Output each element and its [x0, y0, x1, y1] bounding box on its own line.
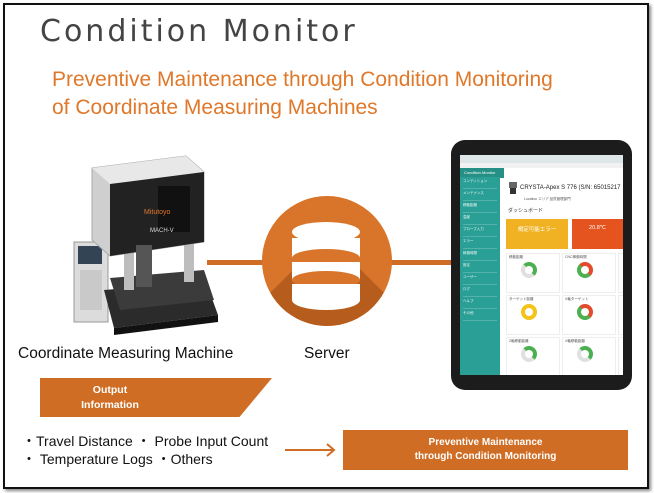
dashboard-card[interactable]: X軸ターゲット — [562, 295, 616, 335]
gauge-icon — [521, 262, 537, 278]
sidebar-item[interactable]: 温度 — [463, 215, 497, 225]
cmm-label: Coordinate Measuring Machine — [18, 345, 234, 362]
sidebar-item[interactable]: 設定 — [463, 263, 497, 273]
card-title: X軸ターゲット — [565, 297, 589, 301]
card-title: Z軸移動距離 — [509, 339, 529, 343]
app-sidebar: コンディション メンテナンス 移動距離 温度 プローブ入力 エラー 稼働時間 設… — [460, 177, 500, 375]
app-name: Condition Monitor — [460, 168, 504, 178]
gauge-icon — [577, 262, 593, 278]
dashboard-card[interactable]: Z軸移動距離 — [506, 337, 560, 375]
dashboard-card[interactable] — [618, 253, 623, 293]
card-title — [619, 296, 623, 298]
server-label: Server — [304, 345, 350, 362]
arrow-right-icon — [285, 443, 336, 457]
page-title: Condition Monitor — [40, 14, 358, 49]
subtitle-line-2: of Coordinate Measuring Machines — [52, 96, 378, 119]
card-title — [619, 338, 623, 340]
connector-left — [207, 260, 265, 265]
gauge-icon — [577, 304, 593, 320]
dashboard-card[interactable]: X軸移動距離 — [562, 337, 616, 375]
machine-location: Location エリア 品質管理部門 — [524, 197, 571, 201]
output-bullets: ・Travel Distance ・ Probe Input Count ・ T… — [22, 432, 268, 468]
card-title: CNC稼働時間 — [565, 255, 587, 259]
machine-thumbnail-icon — [509, 182, 517, 194]
alert-card-temperature[interactable]: 20.8℃ — [572, 219, 623, 249]
alert-value: 20.8℃ — [589, 225, 606, 231]
gauge-icon — [521, 346, 537, 362]
server-icon — [262, 196, 392, 326]
subtitle: Preventive Maintenance through Condition… — [52, 66, 553, 122]
cmm-logo: Mitutoyo — [144, 209, 171, 216]
sidebar-item[interactable]: メンテナンス — [463, 191, 497, 201]
sidebar-item[interactable]: その他 — [463, 311, 497, 321]
alert-card-warning[interactable]: 規定可能エラー — [506, 219, 568, 249]
cmm-machine-image: Mitutoyo MACH-V — [73, 155, 218, 335]
preventive-maintenance-box: Preventive Maintenance through Condition… — [343, 430, 628, 470]
bullet-line-1: ・Travel Distance ・ Probe Input Count — [22, 433, 269, 449]
browser-toolbar — [460, 163, 623, 168]
output-information-box — [40, 378, 272, 417]
sidebar-item[interactable]: 移動距離 — [463, 203, 497, 213]
pm-line-2: through Condition Monitoring — [414, 451, 557, 462]
pm-line-1: Preventive Maintenance — [428, 437, 543, 448]
bullet-line-2: ・ Temperature Logs ・Others — [22, 451, 213, 467]
gauge-icon — [577, 346, 593, 362]
dashboard-card[interactable] — [618, 337, 623, 375]
sidebar-item[interactable]: 稼働時間 — [463, 251, 497, 261]
dashboard-card[interactable]: 移動距離 — [506, 253, 560, 293]
card-title: ターゲット距離 — [509, 297, 534, 301]
alert-value: 規定可能エラー — [517, 227, 557, 233]
card-title: X軸移動距離 — [565, 339, 585, 343]
machine-name: CRYSTA-Apex S 776 (S/N: 65015217 — [520, 185, 621, 191]
card-title: 移動距離 — [509, 255, 523, 259]
card-title — [619, 254, 623, 256]
sidebar-item[interactable]: ユーザー — [463, 275, 497, 285]
sidebar-item[interactable]: ヘルプ — [463, 299, 497, 309]
sidebar-item[interactable]: コンディション — [463, 179, 497, 189]
output-line-2: Information — [81, 399, 139, 411]
output-line-1: Output — [92, 384, 128, 396]
connector-right — [390, 260, 452, 265]
dashboard-card[interactable]: ターゲット距離 — [506, 295, 560, 335]
subtitle-line-1: Preventive Maintenance through Condition… — [52, 68, 553, 91]
output-information-text: Output Information — [40, 383, 180, 413]
tablet-screen: Condition Monitor コンディション メンテナンス 移動距離 温度… — [460, 155, 623, 375]
browser-bar — [460, 155, 623, 163]
dashboard-title: ダッシュボード — [508, 208, 544, 214]
dashboard-card[interactable]: CNC稼働時間 — [562, 253, 616, 293]
dashboard-card[interactable] — [618, 295, 623, 335]
sidebar-item[interactable]: プローブ入力 — [463, 227, 497, 237]
sidebar-item[interactable]: ログ — [463, 287, 497, 297]
cmm-model: MACH-V — [150, 228, 174, 234]
gauge-icon — [521, 304, 537, 320]
sidebar-item[interactable]: エラー — [463, 239, 497, 249]
